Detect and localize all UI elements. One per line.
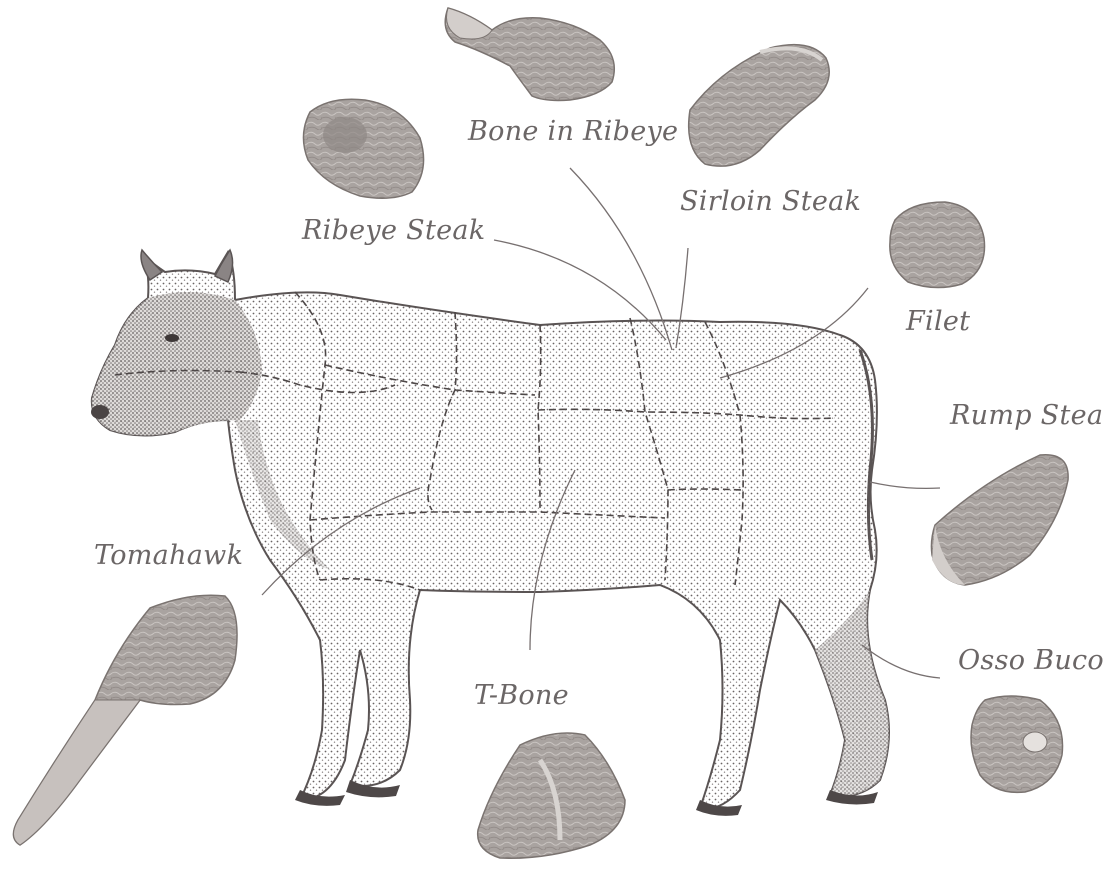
cut-image-osso-buco: [971, 696, 1063, 792]
label-tomahawk: Tomahawk: [94, 540, 243, 571]
label-osso-buco: Osso Buco: [958, 645, 1104, 676]
label-rump-steak: Rump Steak: [950, 400, 1104, 431]
cut-image-t-bone: [478, 733, 625, 858]
label-bone-in-ribeye: Bone in Ribeye: [468, 116, 678, 147]
cut-image-rump-steak: [931, 455, 1068, 585]
cut-image-filet: [890, 202, 985, 288]
cow-horn-right: [215, 250, 233, 282]
label-t-bone: T-Bone: [474, 680, 569, 711]
cow-head: [92, 292, 262, 436]
cow-eye: [165, 334, 179, 342]
leader-rump-steak: [870, 482, 940, 488]
cut-image-tomahawk: [13, 595, 237, 845]
cow-nose: [91, 405, 109, 419]
cut-image-bone-in-ribeye: [445, 8, 614, 101]
cut-image-sirloin-steak: [689, 45, 830, 166]
cow-illustration: [91, 250, 889, 816]
cut-image-ribeye-steak: [303, 99, 423, 198]
label-sirloin-steak: Sirloin Steak: [680, 186, 861, 217]
label-ribeye-steak: Ribeye Steak: [302, 215, 485, 246]
label-filet: Filet: [906, 306, 970, 337]
